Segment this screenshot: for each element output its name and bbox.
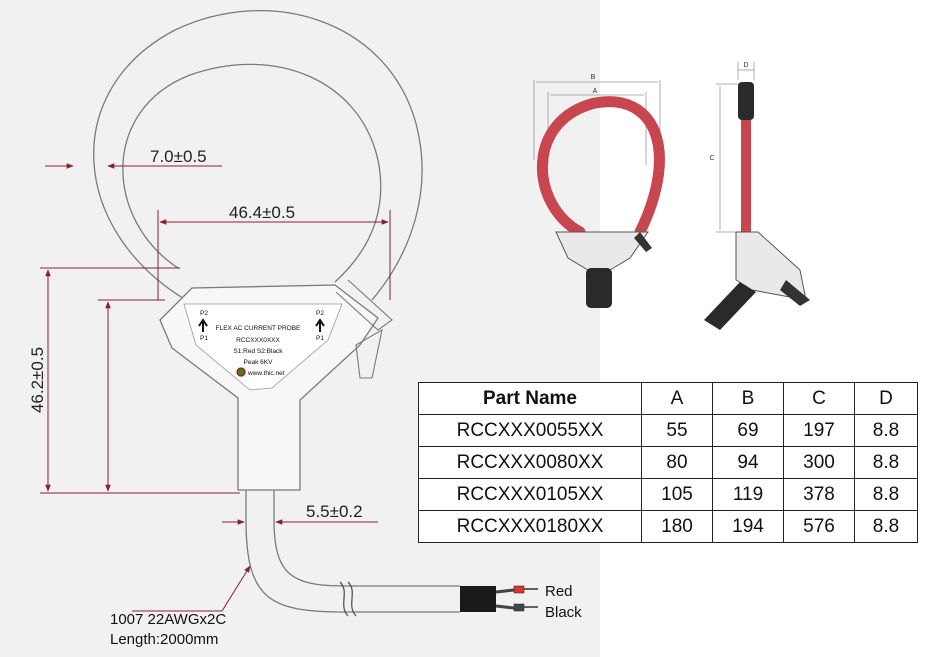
part-spec-table: Part Name A B C D RCCXXX0055XX 55 69 197…	[418, 382, 918, 543]
cell-d: 8.8	[854, 510, 918, 543]
logo-icon	[236, 367, 246, 377]
cell-a: 80	[641, 446, 713, 479]
cell-part-name: RCCXXX0055XX	[418, 414, 642, 447]
table-row: RCCXXX0105XX 105 119 378 8.8	[418, 478, 918, 511]
cell-b: 194	[712, 510, 784, 543]
table-row: RCCXXX0180XX 180 194 576 8.8	[418, 510, 918, 543]
dim-coil-thickness: 7.0±0.5	[150, 147, 207, 166]
arrow-up-icon	[315, 318, 325, 332]
cell-b: 69	[712, 414, 784, 447]
label-model: RCCXXX0XXX	[236, 337, 280, 344]
latch-outline	[335, 279, 393, 379]
coil-outline	[93, 10, 423, 301]
photo-label-b: B	[591, 74, 596, 81]
cell-a: 105	[641, 478, 713, 511]
photo-label-a: A	[593, 88, 598, 95]
photo-label-c: C	[709, 155, 714, 162]
cell-c: 300	[783, 446, 855, 479]
cable-outline	[245, 490, 460, 617]
table-row: RCCXXX0055XX 55 69 197 8.8	[418, 414, 918, 447]
label-right-top: P2	[316, 310, 324, 317]
dim-body-height: 46.2±0.5	[28, 347, 47, 413]
label-right-bottom: P1	[316, 335, 324, 342]
label-peak: Peak 6KV	[244, 359, 274, 366]
cell-c: 576	[783, 510, 855, 543]
label-title: FLEX AC CURRENT PROBE	[216, 325, 301, 332]
product-side-view: D C	[704, 62, 810, 330]
header-c: C	[783, 382, 855, 415]
cell-part-name: RCCXXX0080XX	[418, 446, 642, 479]
product-front-view: B A	[533, 74, 665, 308]
label-signals: S1:Red S2:Black	[233, 348, 283, 355]
header-part-name: Part Name	[418, 382, 642, 415]
cable-length: Length:2000mm	[110, 631, 218, 648]
cell-part-name: RCCXXX0105XX	[418, 478, 642, 511]
label-website: www.thic.net	[247, 370, 285, 377]
cell-c: 197	[783, 414, 855, 447]
header-a: A	[641, 382, 713, 415]
photo-label-d: D	[743, 62, 748, 69]
arrow-up-icon	[198, 318, 208, 332]
header-d: D	[854, 382, 918, 415]
header-b: B	[712, 382, 784, 415]
wire-black-label: Black	[545, 604, 582, 621]
cell-b: 94	[712, 446, 784, 479]
cell-b: 119	[712, 478, 784, 511]
cell-d: 8.8	[854, 446, 918, 479]
label-plate: FLEX AC CURRENT PROBE RCCXXX0XXX S1:Red …	[183, 303, 343, 391]
table-header-row: Part Name A B C D	[418, 382, 918, 415]
cell-c: 378	[783, 478, 855, 511]
cell-d: 8.8	[854, 478, 918, 511]
cell-part-name: RCCXXX0180XX	[418, 510, 642, 543]
cable-spec: 1007 22AWGx2C	[110, 611, 226, 628]
wire-red-label: Red	[545, 583, 573, 600]
cable-end	[460, 585, 538, 612]
label-left-top: P2	[200, 310, 208, 317]
cell-d: 8.8	[854, 414, 918, 447]
dimension-lines	[40, 163, 391, 612]
table-row: RCCXXX0080XX 80 94 300 8.8	[418, 446, 918, 479]
cell-a: 55	[641, 414, 713, 447]
label-left-bottom: P1	[200, 335, 208, 342]
cell-a: 180	[641, 510, 713, 543]
dim-cable-diameter: 5.5±0.2	[306, 502, 363, 521]
dim-inner-width: 46.4±0.5	[229, 203, 295, 222]
